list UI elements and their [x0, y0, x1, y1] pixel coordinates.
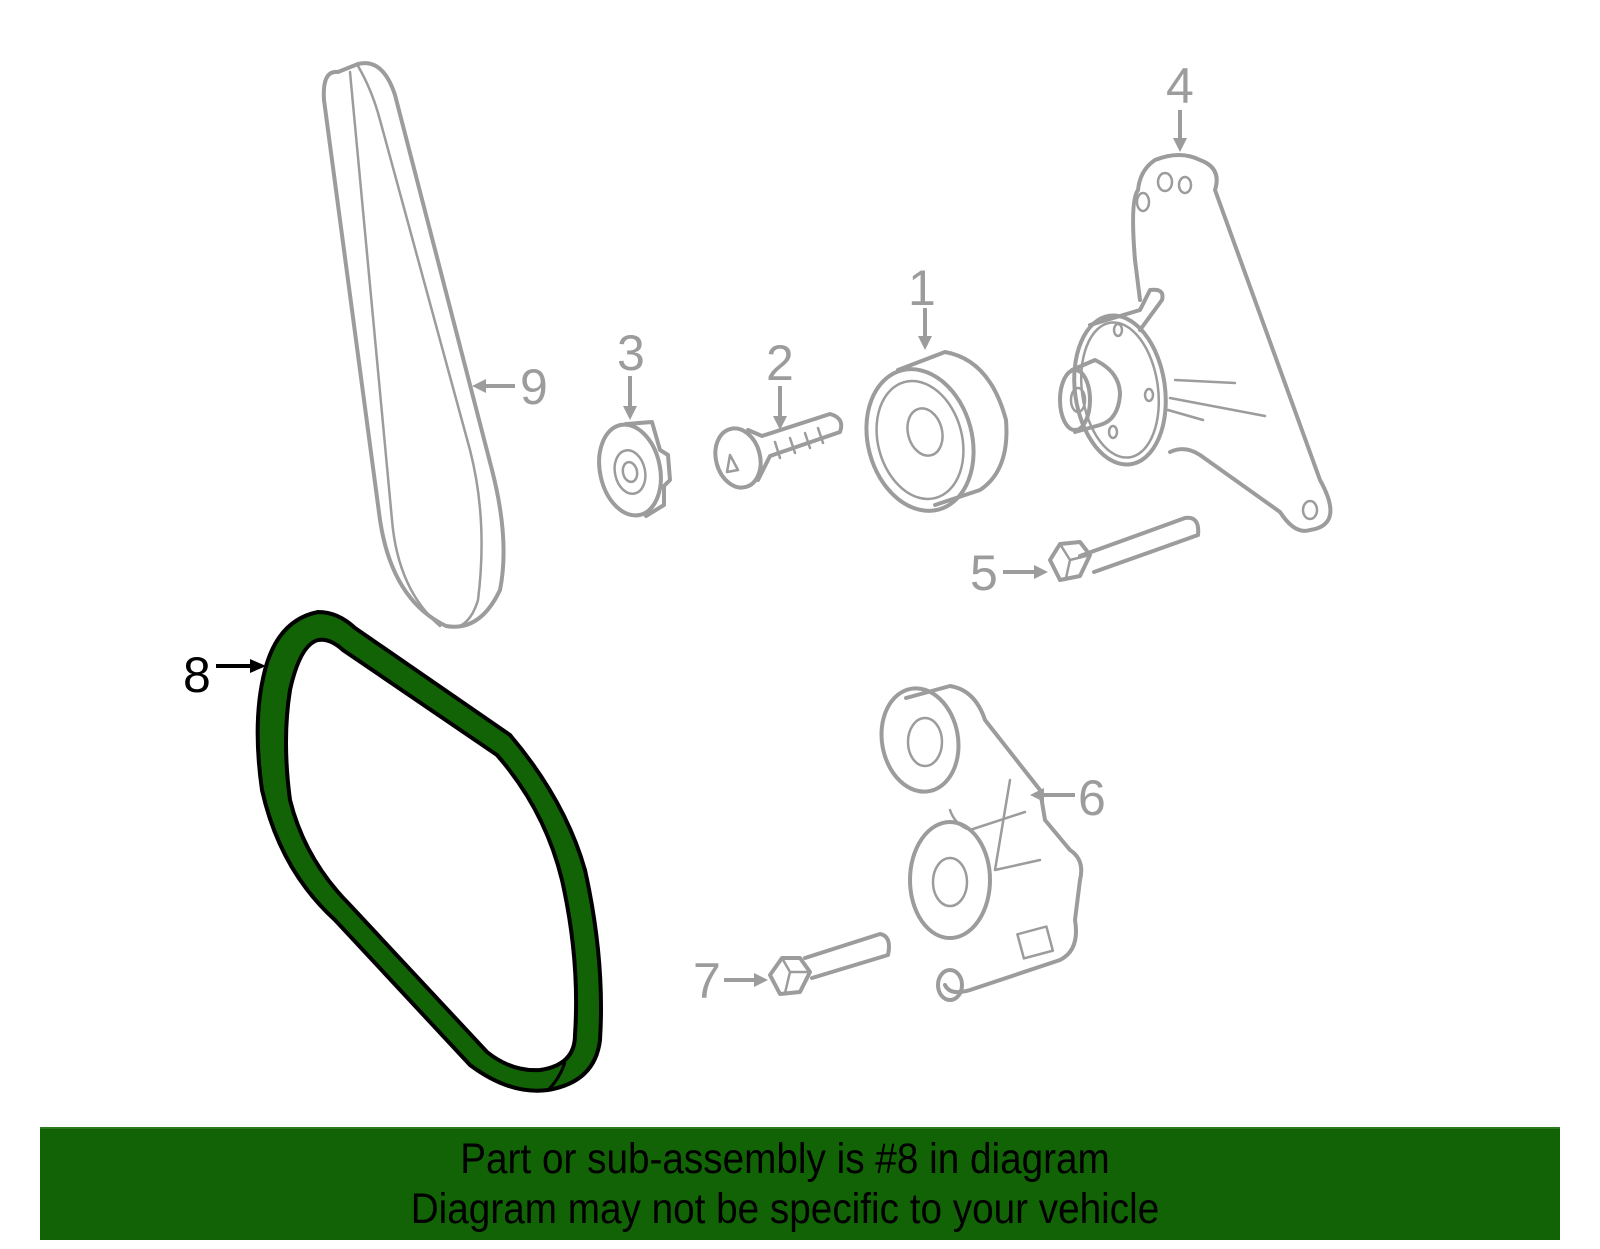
callout-5: 5: [970, 545, 1048, 601]
callout-9: 9: [472, 359, 548, 415]
part-9-belt[interactable]: [321, 61, 506, 629]
banner-part-notice: Part or sub-assembly is #8 in diagram: [460, 1135, 1110, 1183]
callout-4: 4: [1166, 58, 1194, 152]
info-banner: Part or sub-assembly is #8 in diagram Di…: [40, 1127, 1560, 1240]
part-3-cover[interactable]: [591, 419, 672, 521]
part-8-belt-highlighted[interactable]: [255, 609, 603, 1093]
callout-8: 8: [183, 647, 266, 703]
callout-2: 2: [766, 335, 794, 430]
svg-text:2: 2: [766, 335, 794, 391]
callout-1: 1: [908, 260, 936, 350]
svg-text:7: 7: [693, 953, 721, 1009]
svg-text:6: 6: [1078, 770, 1106, 826]
part-7-bolt[interactable]: [768, 932, 891, 996]
part-1-idler-pulley[interactable]: [851, 350, 1009, 523]
svg-text:8: 8: [183, 647, 211, 703]
callout-7: 7: [693, 953, 768, 1009]
part-4-bracket[interactable]: [1058, 153, 1333, 533]
svg-text:3: 3: [617, 325, 645, 381]
svg-text:1: 1: [908, 260, 936, 316]
part-6-tensioner[interactable]: [874, 682, 1084, 1002]
banner-disclaimer: Diagram may not be specific to your vehi…: [410, 1185, 1160, 1233]
svg-text:4: 4: [1166, 58, 1194, 114]
part-5-bolt[interactable]: [1048, 515, 1201, 582]
callout-3: 3: [617, 325, 645, 420]
callout-6: 6: [1030, 770, 1106, 826]
part-2-bolt[interactable]: [709, 412, 844, 493]
svg-text:9: 9: [520, 359, 548, 415]
svg-text:5: 5: [970, 545, 998, 601]
